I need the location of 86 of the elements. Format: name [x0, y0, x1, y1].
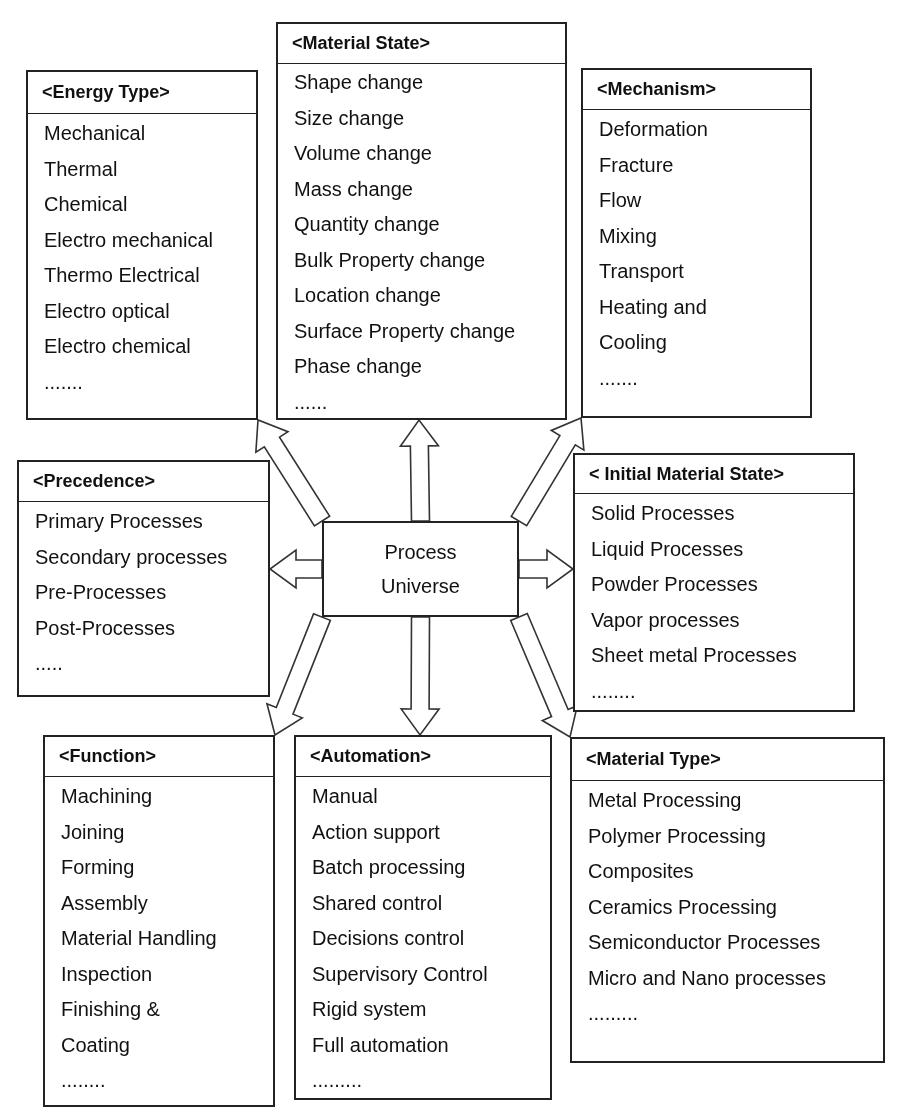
list-item: Chemical — [43, 192, 129, 217]
list-item: ....... — [598, 365, 639, 391]
list-item: Fracture — [598, 152, 675, 178]
block-arrow — [399, 616, 441, 737]
box-heading: <Automation> — [296, 737, 550, 777]
category-box — [294, 735, 552, 1100]
block-arrow — [518, 548, 575, 590]
box-heading: <Material Type> — [572, 739, 883, 781]
list-item: Heating and Cooling — [598, 294, 708, 355]
list-item: Bulk Property change — [293, 247, 487, 273]
list-item: Supervisory Control — [311, 961, 489, 987]
list-item: Assembly — [60, 890, 149, 916]
list-item: Mass change — [293, 176, 414, 202]
list-item: Mechanical — [43, 121, 147, 146]
box-heading: <Mechanism> — [583, 70, 810, 110]
list-item: ......... — [587, 1001, 639, 1026]
list-item: Finishing & Coating — [60, 997, 161, 1058]
box-heading: <Function> — [45, 737, 273, 777]
list-item: Composites — [587, 859, 695, 884]
list-item: ..... — [34, 651, 64, 676]
list-item: Inspection — [60, 961, 154, 987]
block-arrow — [509, 612, 579, 739]
block-arrow — [398, 418, 440, 522]
list-item: Semiconductor Processes — [587, 930, 822, 955]
list-item: Batch processing — [311, 855, 467, 880]
list-item: Micro and Nano processes — [587, 965, 827, 991]
list-item: Full automation — [311, 1032, 450, 1058]
list-item: Volume change — [293, 141, 433, 166]
list-item: Size change — [293, 105, 406, 131]
list-item: Vapor processes — [590, 607, 741, 633]
list-item: Electro optical — [43, 298, 171, 324]
category-box — [276, 22, 567, 420]
list-item: Action support — [311, 819, 441, 845]
list-item: Electro chemical — [43, 334, 192, 359]
list-item: Forming — [60, 855, 136, 880]
list-item: Decisions control — [311, 926, 466, 951]
block-arrow — [268, 548, 323, 590]
box-heading: < Initial Material State> — [575, 455, 853, 494]
list-item: Material Handling — [60, 926, 218, 951]
list-item: Metal Processing — [587, 788, 743, 813]
category-box — [581, 68, 812, 418]
category-box — [17, 460, 270, 697]
list-item: Powder Processes — [590, 572, 759, 597]
list-item: Pre-Processes — [34, 580, 168, 605]
list-item: Manual — [311, 784, 379, 809]
block-arrow — [254, 418, 331, 527]
block-arrow — [510, 416, 585, 527]
list-item: Thermo Electrical — [43, 263, 201, 288]
box-label: Process Universe — [380, 540, 461, 599]
list-item: Surface Property change — [293, 318, 517, 344]
process-box — [322, 521, 519, 617]
list-item: Shared control — [311, 890, 444, 916]
list-item: Electro mechanical — [43, 227, 214, 253]
list-item: Transport — [598, 259, 685, 284]
list-item: ........ — [590, 678, 637, 704]
list-item: Liquid Processes — [590, 536, 745, 562]
list-item: Sheet metal Processes — [590, 643, 798, 668]
category-box — [570, 737, 885, 1063]
list-item: ....... — [43, 369, 84, 395]
list-item: Polymer Processing — [587, 823, 767, 849]
list-item: Mixing — [598, 223, 658, 249]
list-item: Solid Processes — [590, 501, 736, 526]
list-item: Machining — [60, 784, 154, 809]
category-box — [43, 735, 275, 1107]
list-item: ...... — [293, 389, 329, 415]
block-arrow — [265, 612, 332, 737]
category-box — [573, 453, 855, 712]
list-item: Shape change — [293, 70, 424, 95]
box-heading: <Material State> — [278, 24, 565, 64]
list-item: Phase change — [293, 354, 423, 379]
list-item: Secondary processes — [34, 544, 229, 570]
list-item: Rigid system — [311, 997, 428, 1022]
list-item: Thermal — [43, 156, 119, 182]
list-item: Primary Processes — [34, 509, 204, 534]
box-heading: <Energy Type> — [28, 72, 256, 114]
box-heading: <Precedence> — [19, 462, 268, 502]
list-item: Quantity change — [293, 212, 441, 237]
list-item: Location change — [293, 283, 442, 308]
list-item: ........ — [60, 1068, 107, 1093]
list-item: Joining — [60, 819, 126, 845]
list-item: ......... — [311, 1068, 363, 1093]
list-item: Post-Processes — [34, 615, 177, 641]
list-item: Deformation — [598, 117, 709, 142]
list-item: Ceramics Processing — [587, 894, 778, 920]
list-item: Flow — [598, 188, 643, 213]
category-box — [26, 70, 258, 420]
